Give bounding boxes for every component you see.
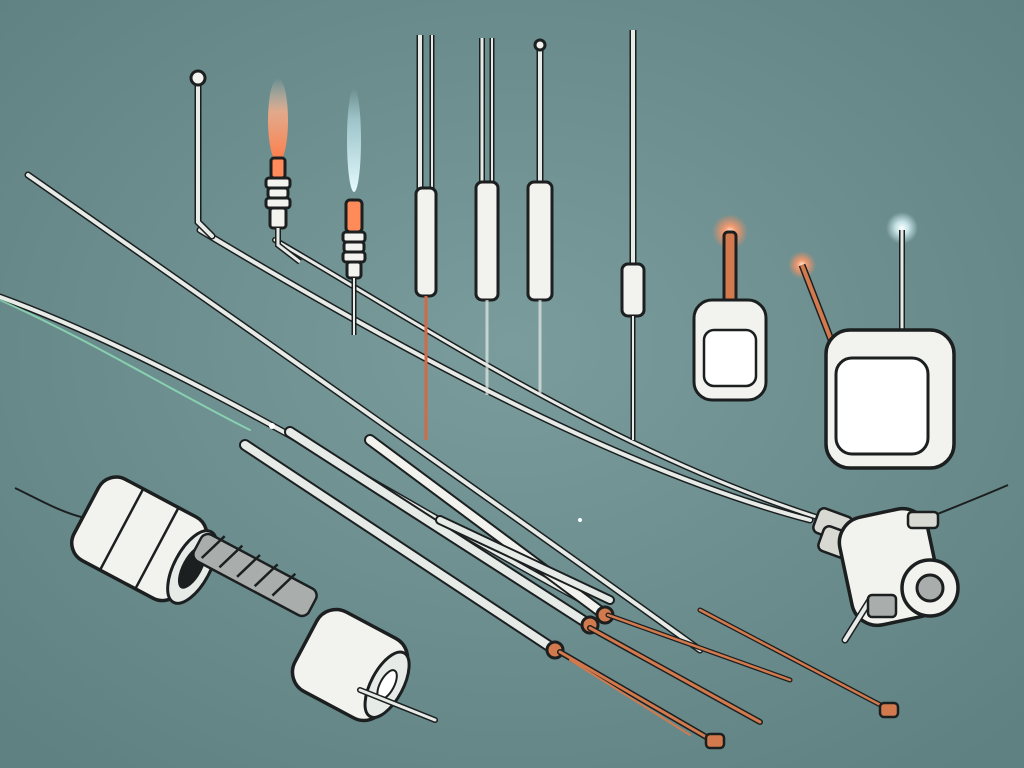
vertical-probe-4 bbox=[620, 30, 646, 440]
blue-glow-probe bbox=[341, 88, 367, 335]
vertical-probe-3 bbox=[526, 38, 554, 395]
left-connector bbox=[14, 475, 438, 723]
square-sensor-small bbox=[692, 214, 768, 402]
rod-bundle bbox=[239, 426, 615, 660]
glints bbox=[269, 423, 582, 522]
orange-glow-probe bbox=[264, 78, 302, 265]
bent-probe bbox=[189, 69, 216, 240]
right-connector bbox=[812, 484, 1009, 644]
copper-wire-tails bbox=[557, 607, 900, 750]
vertical-probe-2 bbox=[474, 38, 500, 395]
square-sensor-large bbox=[788, 212, 956, 470]
vertical-probe-1 bbox=[414, 35, 438, 440]
